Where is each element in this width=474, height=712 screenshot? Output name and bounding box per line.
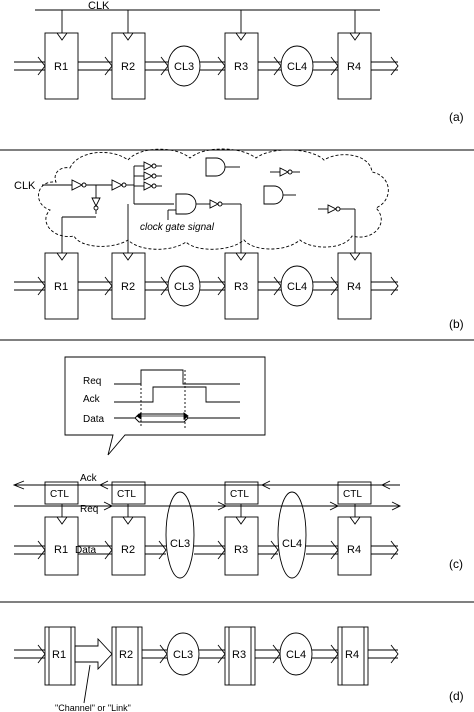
logic-label: CL3 [170, 538, 190, 550]
panel-d: R1 R2 R3 R4 CL3 CL4 "Channel" or "Link" … [14, 626, 464, 712]
data-label: Data [75, 545, 97, 556]
buffer-gate-icon [111, 179, 124, 191]
register-label: R4 [347, 61, 361, 73]
logic-cl4 [277, 491, 307, 579]
ctl-label: CTL [343, 489, 362, 500]
logic-label: CL3 [173, 649, 193, 661]
inverter-icon [327, 204, 338, 214]
register-label: R2 [119, 649, 133, 661]
register-label: R1 [54, 281, 68, 293]
and-gate-icon [175, 193, 197, 215]
panel-c: Req Ack Data Ack Req CTL CTL CTL CTL [12, 356, 463, 579]
register-label: R2 [121, 544, 135, 556]
register-label: R3 [232, 649, 246, 661]
and-gate-icon [263, 185, 284, 205]
inverter-icon [279, 167, 290, 177]
ctl-box-1 [44, 481, 79, 505]
panel-a: CLK R1 R2 R3 R4 CL3 CL4 (a) [14, 0, 464, 124]
ctl-label: CTL [230, 489, 249, 500]
buffer-gate-icon [71, 179, 84, 191]
timing-data-label: Data [83, 414, 105, 425]
logic-label: CL4 [287, 61, 307, 73]
register-label: R2 [121, 61, 135, 73]
clock-gate-signal-label: clock gate signal [140, 222, 215, 233]
ctl-label: CTL [117, 489, 136, 500]
inverter-icon [143, 181, 154, 191]
ctl-label: CTL [50, 489, 69, 500]
register-label: R3 [234, 281, 248, 293]
register-label: R2 [121, 281, 135, 293]
data-waveform [114, 413, 240, 423]
panel-tag: (a) [449, 110, 464, 124]
clock-tree-cloud [38, 148, 389, 250]
timing-req-label: Req [83, 376, 101, 387]
timing-callout [64, 356, 266, 456]
ctl-box-3 [224, 481, 259, 505]
and-gate-icon [205, 157, 226, 177]
panel-tag: (c) [449, 557, 463, 571]
req-waveform [114, 369, 240, 385]
register-label: R4 [347, 544, 361, 556]
register-label: R4 [345, 649, 359, 661]
ctl-box-2 [111, 481, 146, 505]
panel-tag: (b) [449, 317, 464, 331]
inverter-icon [143, 171, 154, 181]
ack-waveform [114, 386, 240, 403]
timing-ack-label: Ack [83, 394, 101, 405]
clk-label: CLK [14, 180, 36, 192]
logic-label: CL4 [282, 538, 302, 550]
logic-label: CL4 [287, 281, 307, 293]
channel-link-caption: "Channel" or "Link" [55, 703, 131, 712]
inverter-icon [91, 197, 101, 208]
channel-link-arrow [74, 637, 113, 671]
register-label: R1 [54, 61, 68, 73]
register-r3 [224, 626, 256, 686]
logic-cl3 [165, 491, 195, 579]
panel-tag: (d) [449, 689, 464, 703]
panel-b: CLK [14, 148, 464, 331]
register-label: R1 [54, 544, 68, 556]
ctl-box-4 [337, 481, 372, 505]
register-label: R3 [234, 61, 248, 73]
logic-label: CL3 [174, 61, 194, 73]
register-label: R1 [52, 649, 66, 661]
ack-label: Ack [80, 473, 98, 484]
register-r4 [337, 626, 369, 686]
logic-label: CL3 [174, 281, 194, 293]
logic-label: CL4 [286, 649, 306, 661]
req-label: Req [80, 504, 98, 515]
clk-label: CLK [88, 0, 110, 12]
register-r2 [111, 626, 143, 686]
inverter-icon [143, 161, 154, 171]
register-label: R3 [234, 544, 248, 556]
inverter-icon [209, 199, 220, 209]
register-label: R4 [347, 281, 361, 293]
